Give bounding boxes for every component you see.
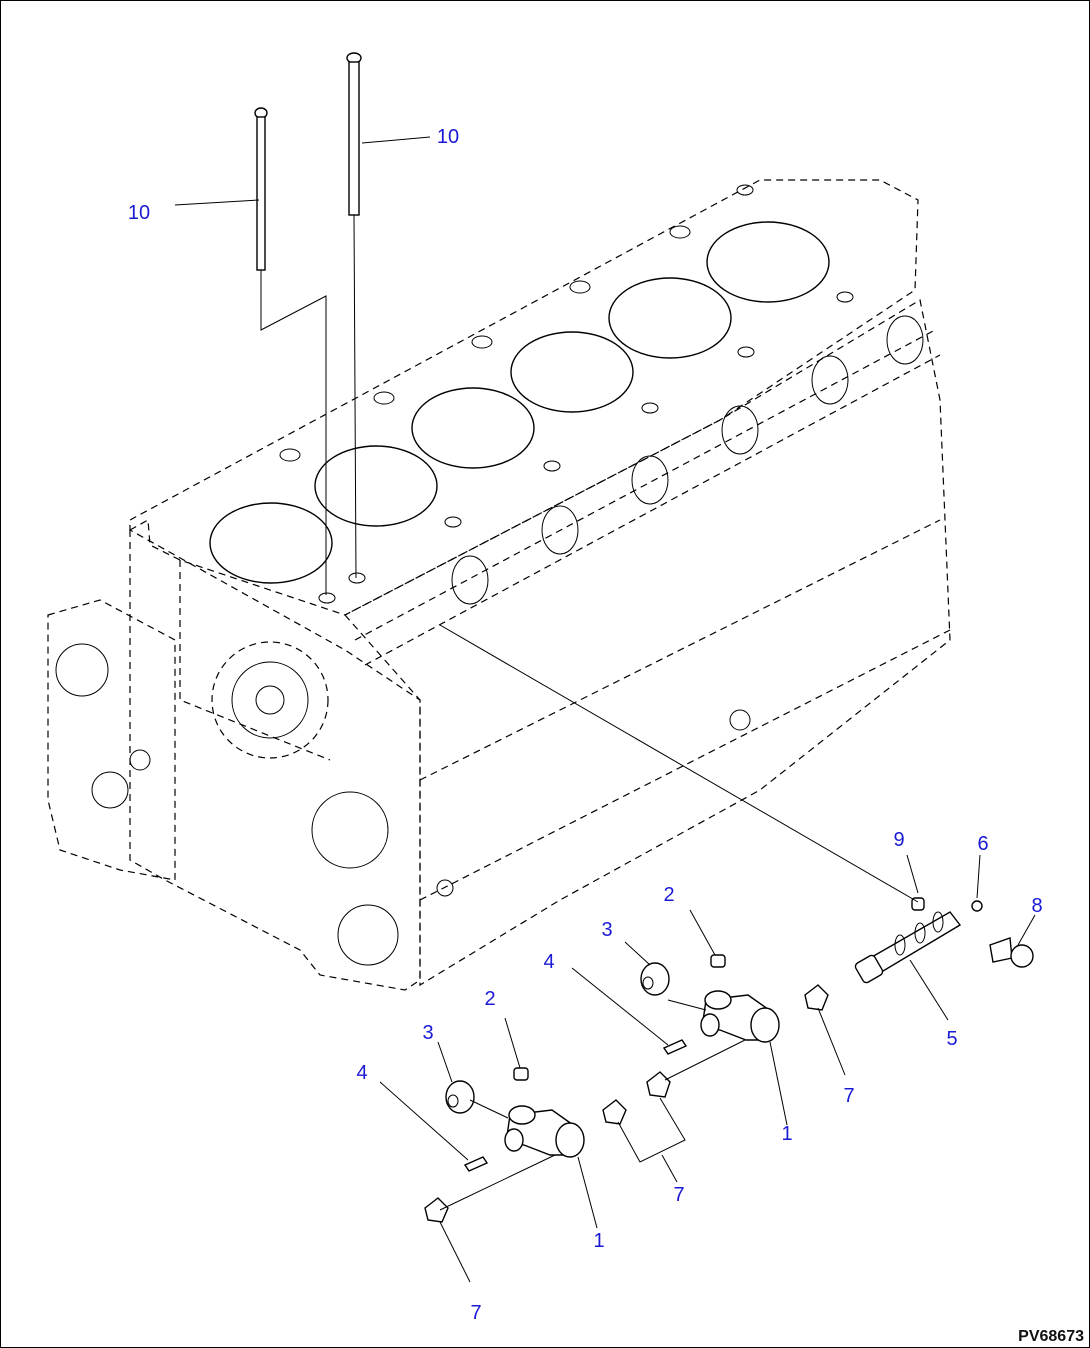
cylinder-block — [47, 179, 951, 991]
callout-2-upper: 2 — [663, 884, 674, 906]
callout-7-lower: 7 — [470, 1302, 481, 1324]
callout-4-upper: 4 — [543, 951, 554, 973]
callout-4-lower: 4 — [356, 1062, 367, 1084]
callout-7-middle: 7 — [673, 1184, 684, 1206]
callout-8: 8 — [1031, 895, 1042, 917]
callout-3-upper: 3 — [601, 919, 612, 941]
callout-7-right: 7 — [843, 1085, 854, 1107]
leader-lines — [174, 136, 1036, 1283]
callout-6: 6 — [977, 833, 988, 855]
push-rod-left — [254, 107, 327, 595]
callout-10-left: 10 — [128, 202, 150, 224]
callout-2-lower: 2 — [484, 988, 495, 1010]
lower-follower-group — [424, 1067, 585, 1223]
follower-shaft — [854, 897, 1034, 984]
callout-10-right: 10 — [437, 126, 459, 148]
callout-1-upper: 1 — [781, 1123, 792, 1145]
callout-1-lower: 1 — [593, 1230, 604, 1252]
callout-5: 5 — [946, 1028, 957, 1050]
callout-3-lower: 3 — [422, 1022, 433, 1044]
figure-code: PV68673 — [1018, 1328, 1084, 1345]
callout-9: 9 — [893, 829, 904, 851]
upper-follower-group — [602, 954, 829, 1125]
callout-labels: 10 10 9 6 8 5 7 2 3 4 1 7 2 3 4 1 7 — [128, 126, 1043, 1324]
push-rod-right — [346, 52, 362, 579]
